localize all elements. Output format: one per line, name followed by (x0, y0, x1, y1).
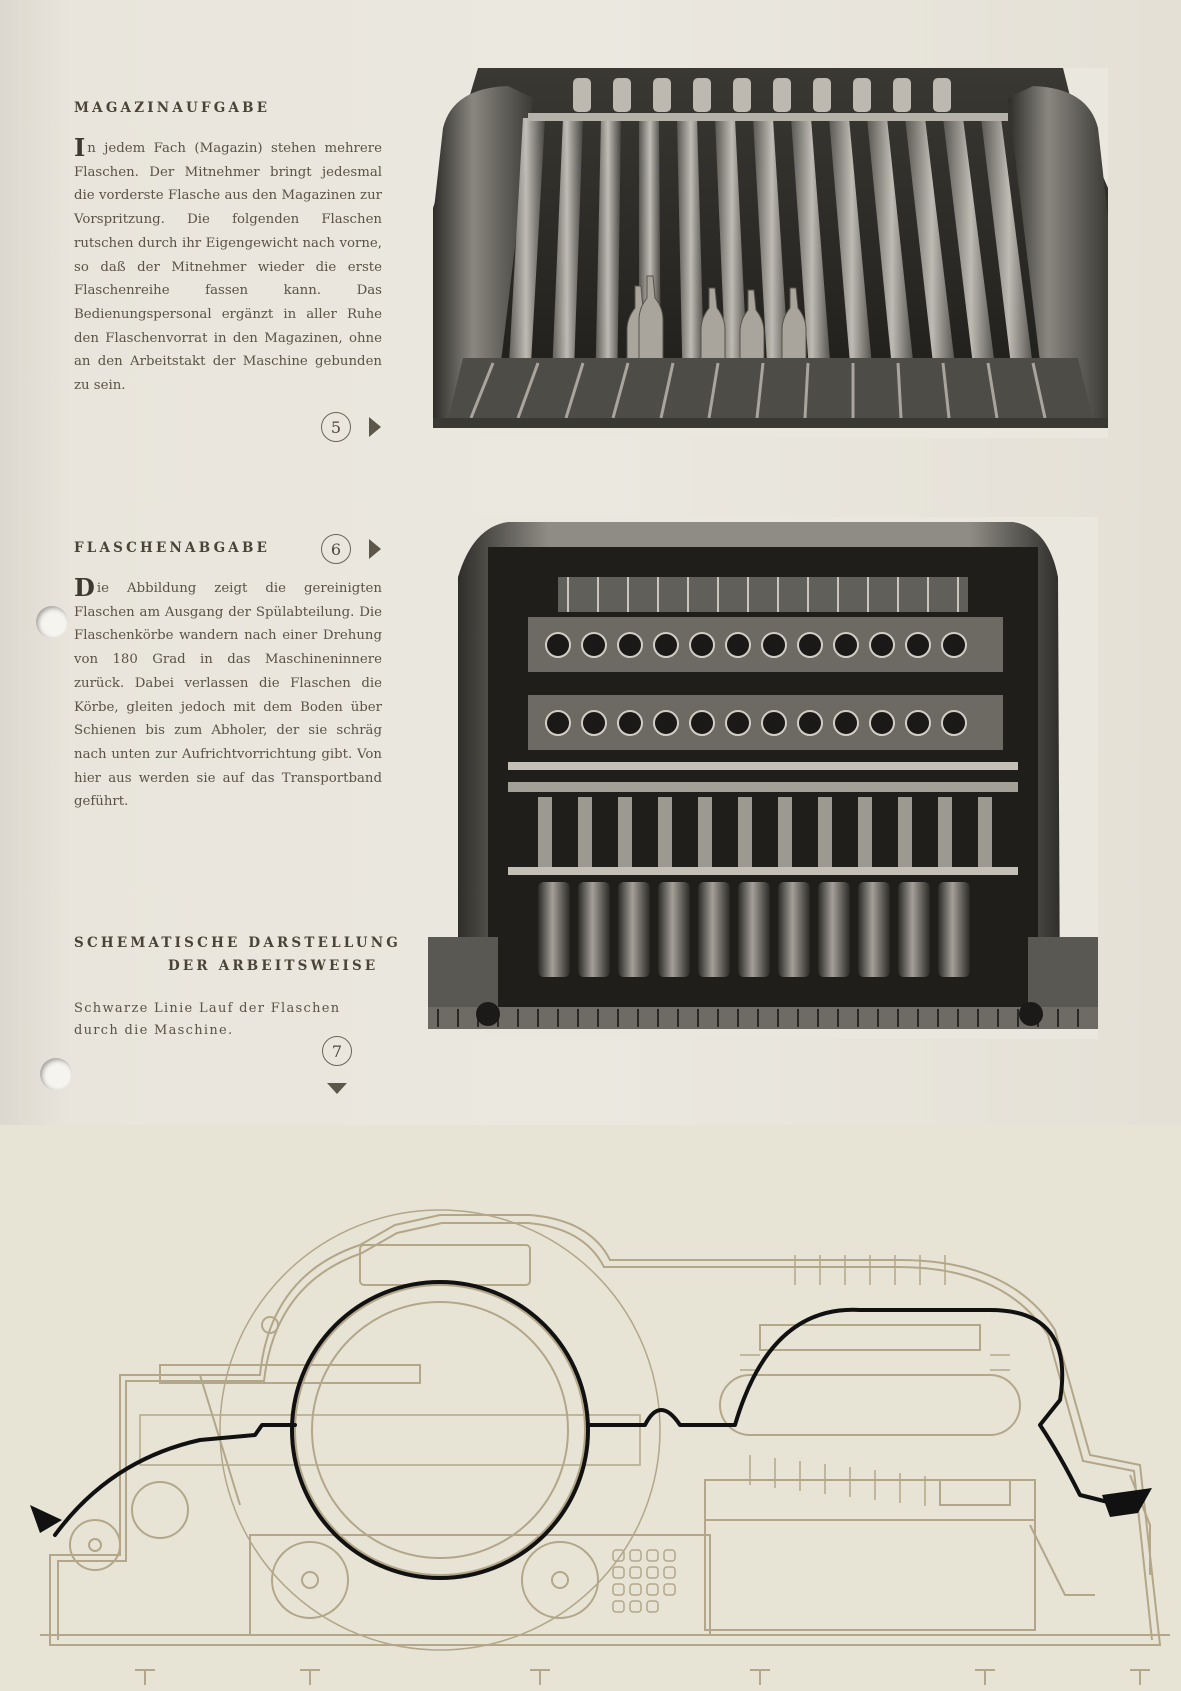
arrow-right-icon (369, 539, 381, 559)
schematic-background (0, 1125, 1181, 1691)
arrow-right-icon (369, 417, 381, 437)
photo-magazine (433, 68, 1108, 438)
bottle-path-line (53, 1280, 1122, 1580)
heading-schematic-line1: SCHEMATISCHE DARSTELLUNG (74, 935, 401, 951)
drop-cap: I (74, 133, 86, 162)
punch-hole (40, 1058, 72, 1090)
heading-flaschenabgabe: FLASCHENABGABE (74, 540, 271, 556)
punch-hole (36, 606, 68, 638)
caption-schematic: Schwarze Linie Lauf der Flaschen durch d… (74, 1001, 341, 1038)
heading-schematic-line2: DER ARBEITSWEISE (168, 958, 379, 974)
schematic-diagram (30, 1209, 1170, 1685)
entry-arrow-icon (30, 1505, 62, 1533)
photo-bottle-output (428, 517, 1098, 1039)
paragraph: ie Abbildung zeigt die gereinigten Flasc… (74, 581, 382, 810)
figure-number-7: 7 (322, 1036, 352, 1066)
heading-magazinaufgabe: MAGAZINAUFGABE (74, 100, 271, 116)
figure-number-6: 6 (321, 534, 351, 564)
paragraph: n jedem Fach (Magazin) stehen mehrere Fl… (74, 141, 382, 394)
exit-arrow-icon (1102, 1488, 1152, 1517)
drop-cap: D (74, 573, 95, 602)
arrow-down-icon (327, 1083, 347, 1094)
figure-number-5: 5 (321, 412, 351, 442)
